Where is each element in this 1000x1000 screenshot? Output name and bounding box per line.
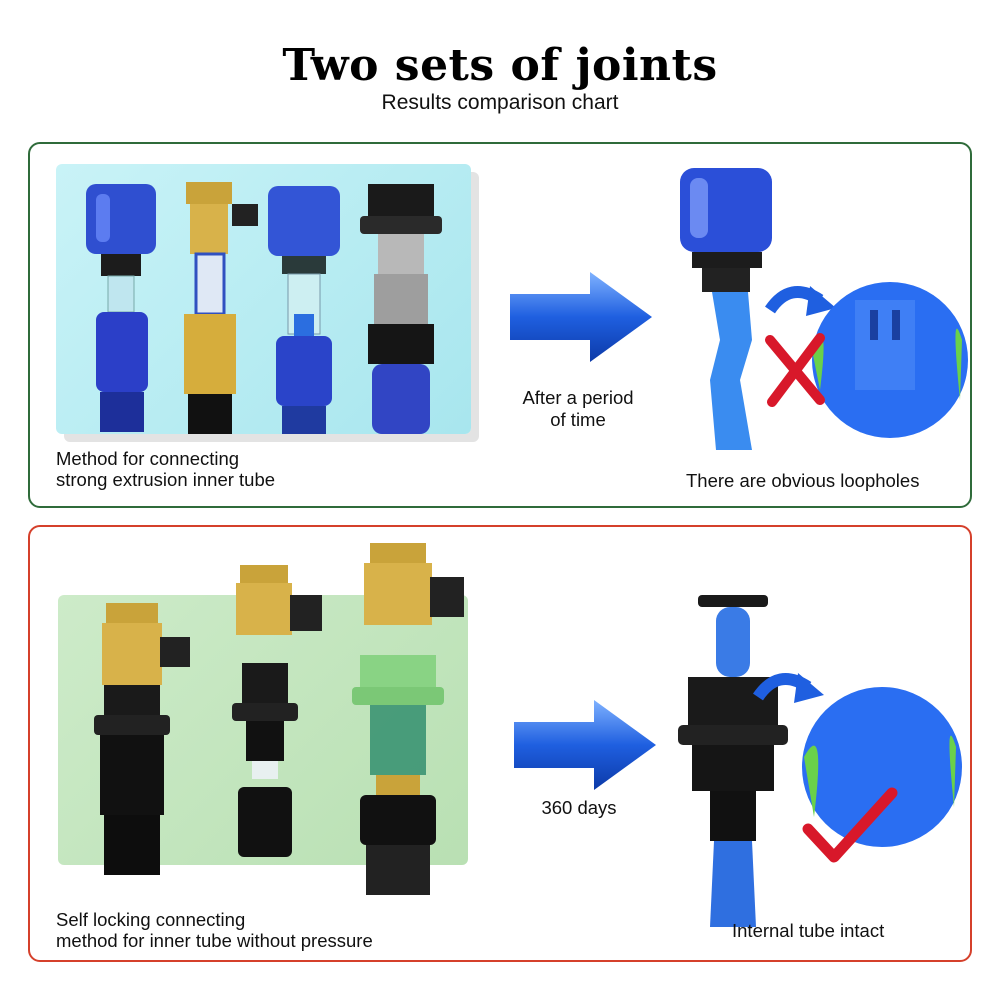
new-method-caption-line1: Self locking connecting: [56, 909, 246, 930]
right-arrow-icon: [514, 700, 656, 790]
new-method-caption-line2: method for inner tube without pressure: [56, 930, 373, 951]
brass-connector-2: [184, 182, 258, 434]
page-title: Two sets of joints: [282, 40, 718, 91]
red-x-icon: [765, 333, 825, 407]
old-method-caption-line1: Method for connecting: [56, 448, 240, 469]
new-method-caption: Self locking connecting method for inner…: [56, 909, 373, 951]
page-subtitle: Results comparison chart: [381, 91, 619, 114]
red-check-icon: [802, 787, 898, 863]
zoom-circle: [802, 687, 962, 847]
intact-tube-illustration: [678, 595, 962, 927]
old-joint-comparison-panel: Method for connecting strong extrusion i…: [28, 142, 972, 508]
old-method-caption-line2: strong extrusion inner tube: [56, 469, 276, 490]
brass-selflock-joint-b: [232, 565, 322, 857]
leaking-tube-illustration: [680, 168, 968, 450]
duration-label: 360 days: [541, 797, 617, 818]
time-label-line2: of time: [550, 409, 606, 430]
intact-caption: Internal tube intact: [732, 920, 885, 941]
right-arrow-icon: [510, 272, 652, 362]
black-connector-4: [360, 184, 442, 434]
old-method-caption: Method for connecting strong extrusion i…: [56, 448, 275, 490]
time-label-line1: After a period: [522, 387, 634, 408]
blue-connector-1: [86, 184, 156, 432]
loopholes-caption: There are obvious loopholes: [686, 470, 920, 491]
new-joint-comparison-panel: Self locking connecting method for inner…: [28, 525, 972, 962]
blue-connector-3: [268, 186, 340, 434]
time-label: After a period of time: [498, 387, 658, 431]
new-joints-illustration: [94, 543, 464, 895]
old-joints-photo: [56, 164, 471, 434]
brass-selflock-joint-a: [94, 603, 190, 875]
old-joints-illustration: [86, 182, 442, 434]
brass-selflock-joint-c: [352, 543, 464, 895]
